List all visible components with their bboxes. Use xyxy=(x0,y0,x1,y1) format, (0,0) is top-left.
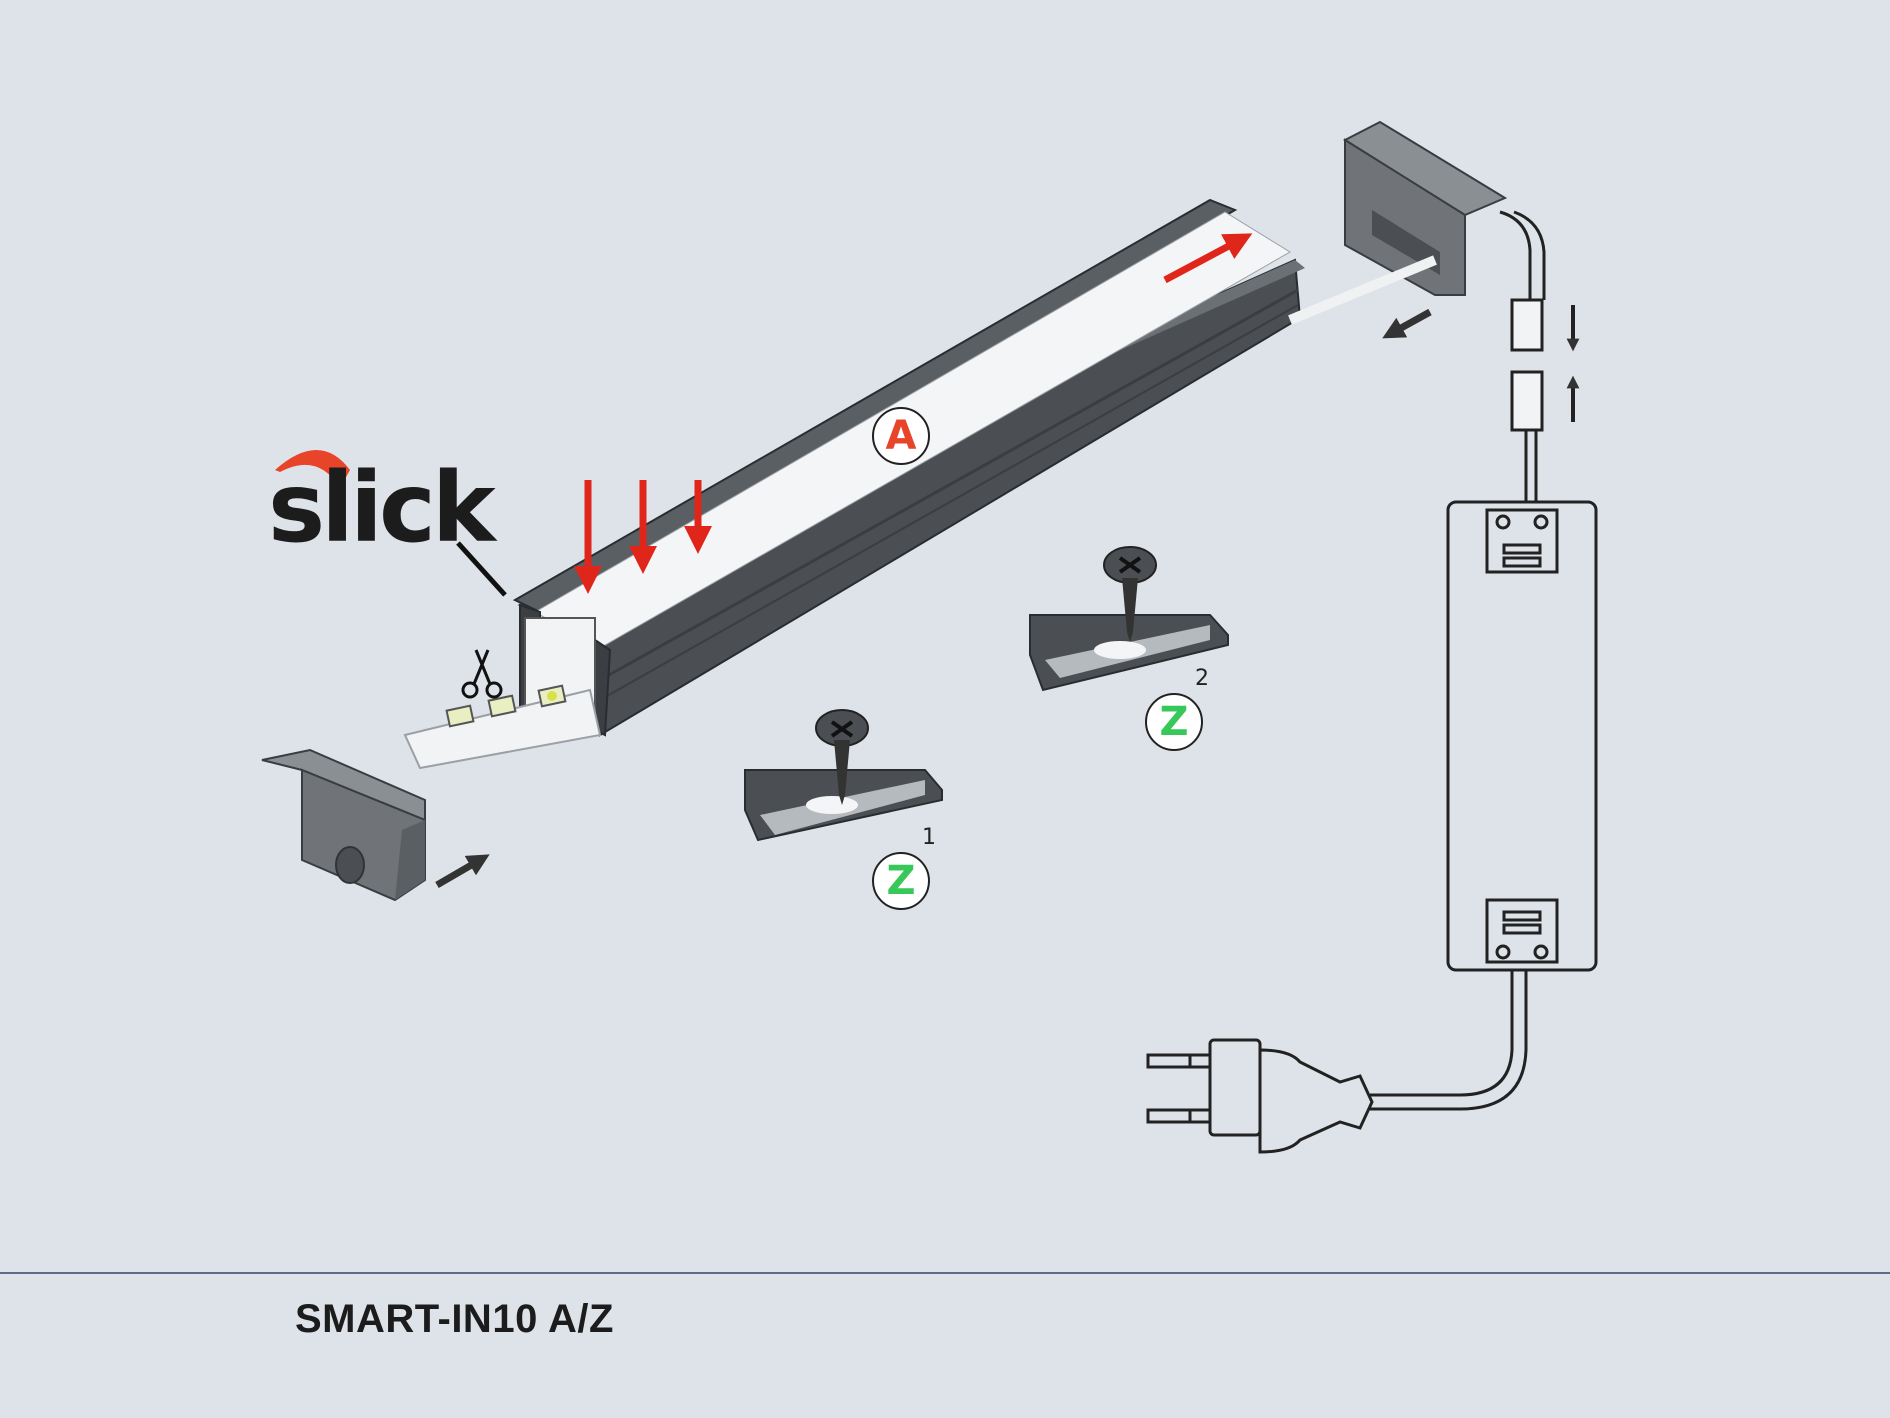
slick-logo: slick xyxy=(268,452,496,564)
red-arrows xyxy=(574,233,1253,594)
plug-icon xyxy=(1146,1038,1374,1154)
mounting-clip-1 xyxy=(744,769,943,842)
callout-z2: Z xyxy=(1145,693,1203,751)
callout-a: A xyxy=(872,407,930,465)
mounting-clip-2 xyxy=(1029,614,1229,692)
callout-z1: Z xyxy=(872,852,930,910)
callout-z1-index: 1 xyxy=(922,825,936,850)
screw-icon xyxy=(1103,546,1157,642)
scissors-icon xyxy=(461,649,503,699)
callout-z2-index: 2 xyxy=(1195,666,1209,691)
cable-connector xyxy=(1499,210,1546,505)
led-strip xyxy=(403,684,602,770)
left-end-cap xyxy=(261,748,426,902)
power-cable xyxy=(1370,970,1528,1111)
power-supply xyxy=(1446,500,1598,972)
logo-swoosh-icon xyxy=(275,450,350,488)
logo-pointer xyxy=(456,541,507,597)
right-cap-arrow-icon xyxy=(1382,308,1432,339)
right-end-cap xyxy=(1288,120,1508,325)
footer-divider xyxy=(0,1272,1890,1274)
product-caption: SMART-IN10 A/Z xyxy=(295,1297,614,1341)
screw-icon xyxy=(815,709,869,805)
left-cap-arrow-icon xyxy=(435,854,490,889)
